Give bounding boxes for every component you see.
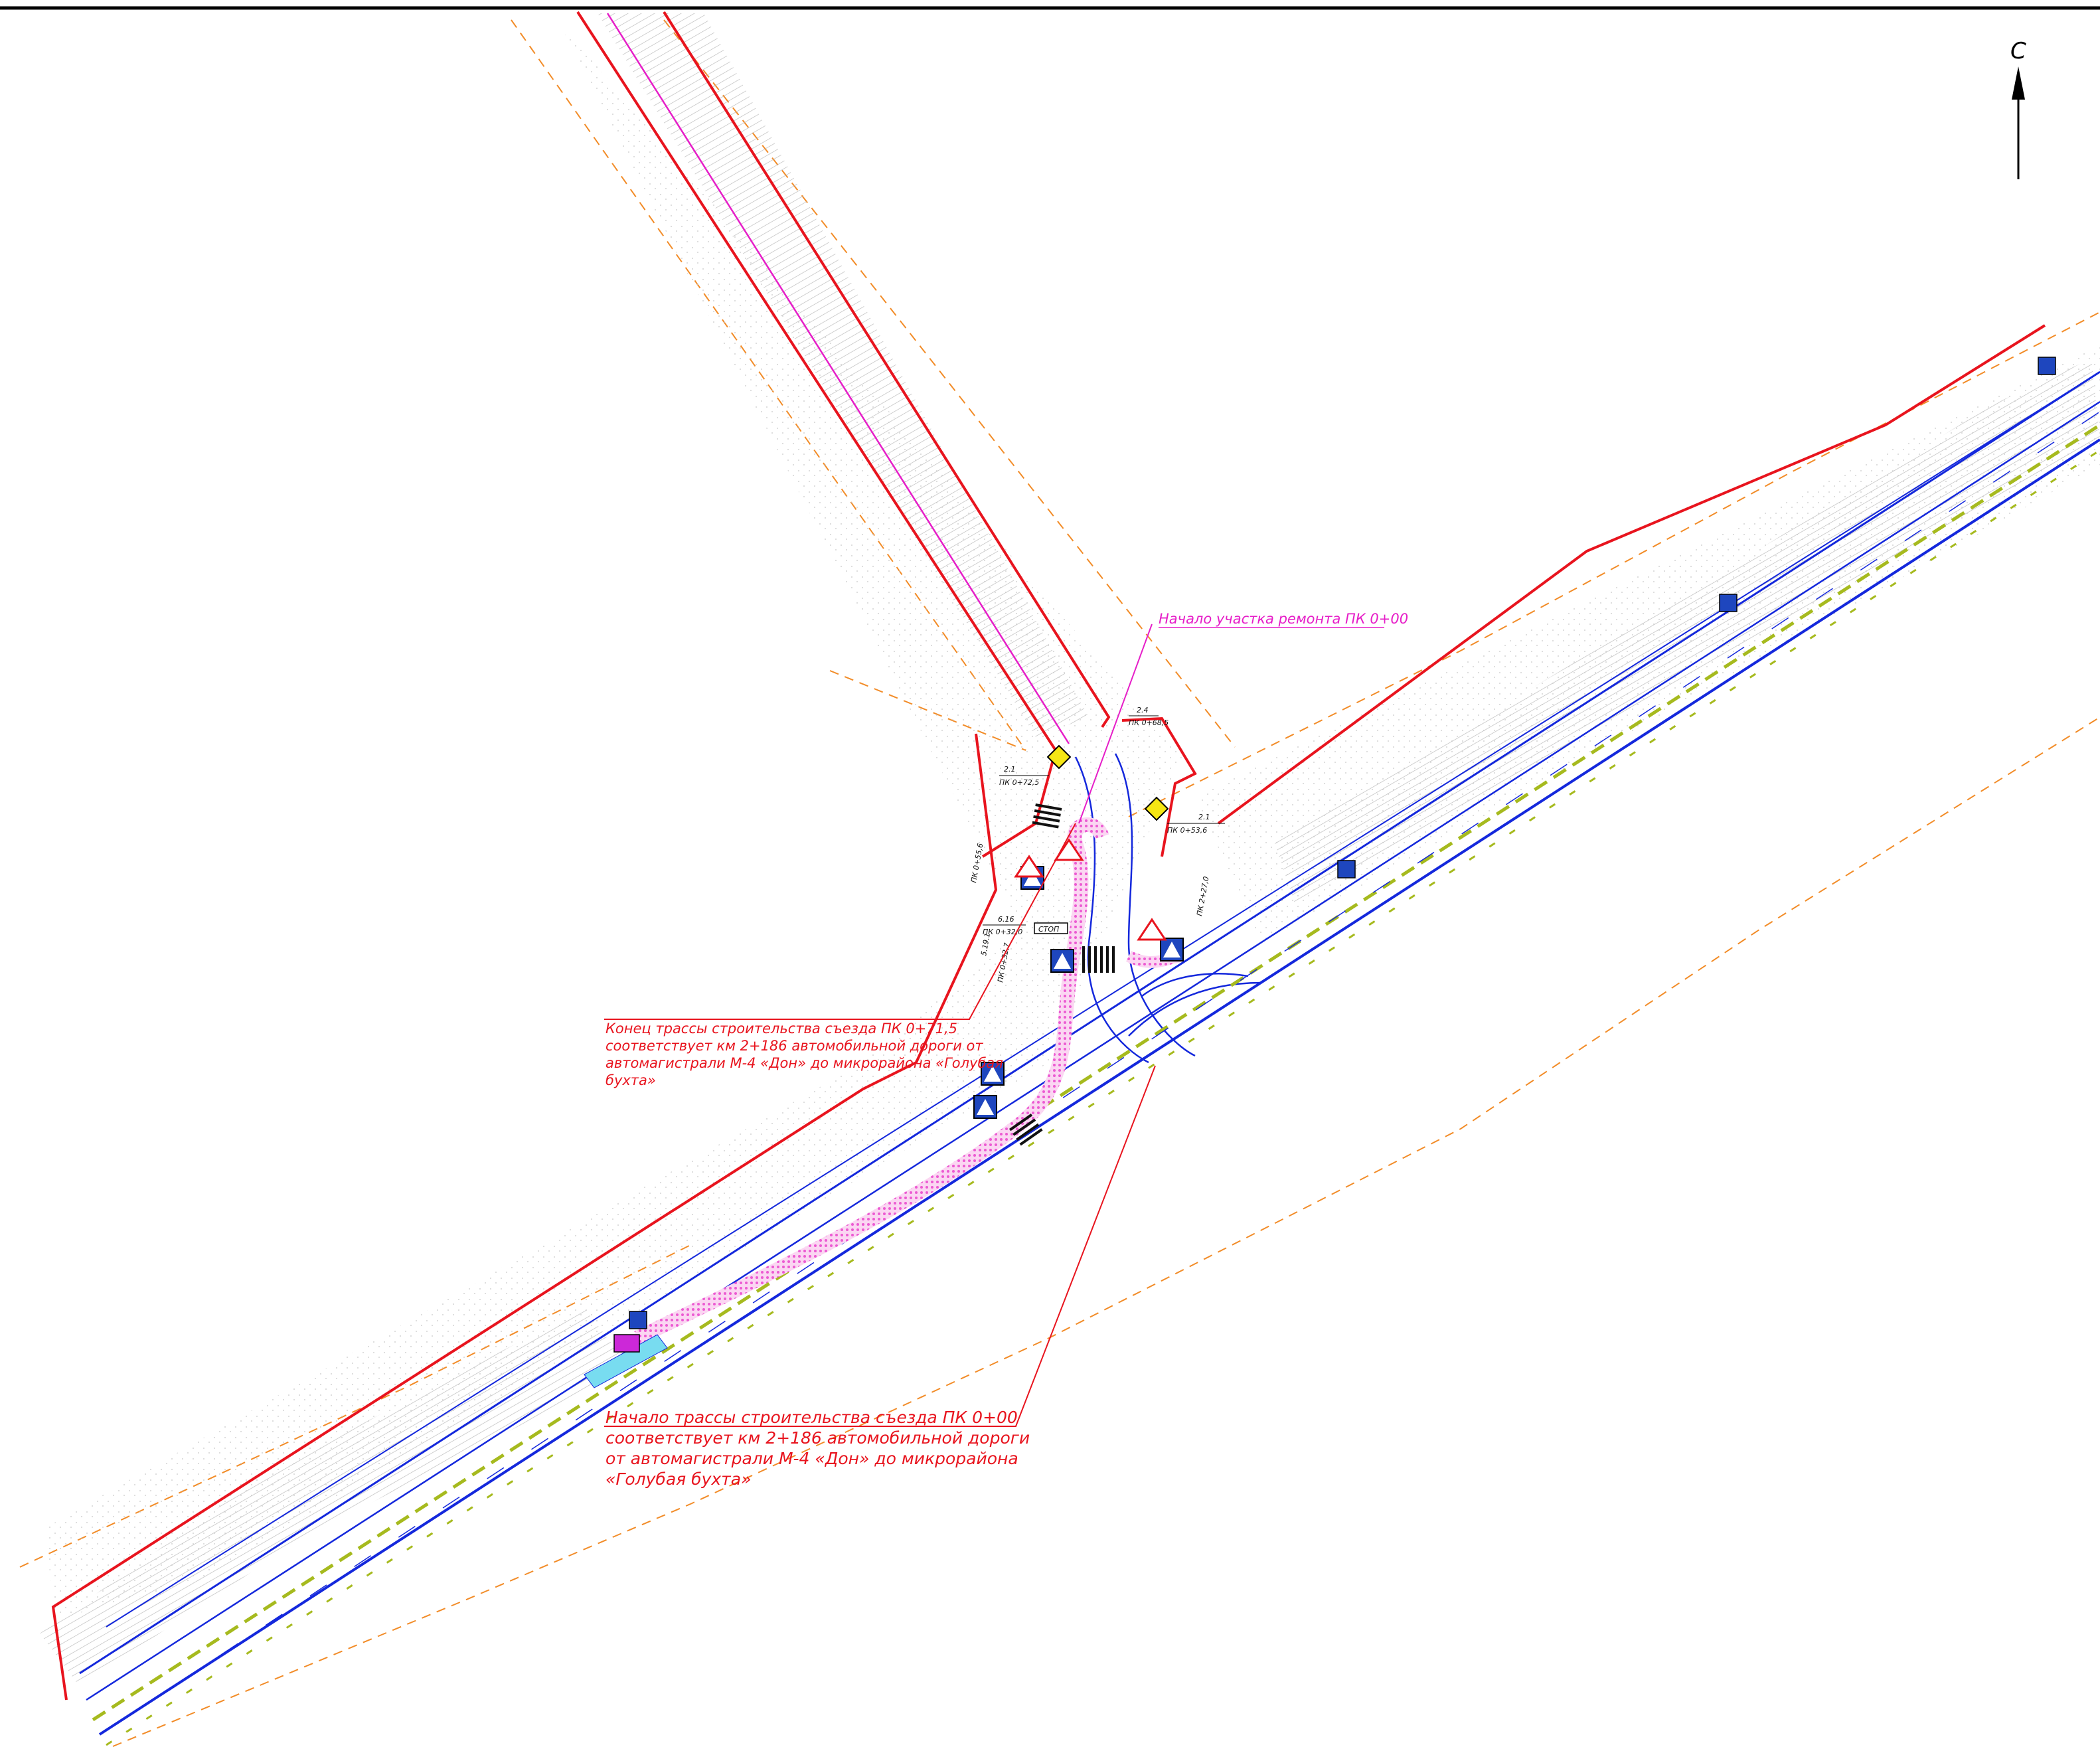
side-road-axis [606, 13, 1070, 744]
svg-text:автомагистрали М-4 «Дон» до ми: автомагистрали М-4 «Дон» до микрорайона … [606, 1055, 1003, 1071]
north-arrow: С [2010, 38, 2026, 179]
svg-text:6.16: 6.16 [998, 915, 1014, 924]
main-road-sign-icon [1046, 744, 1072, 770]
main-road [79, 371, 2100, 1746]
give-way-sign-icon [1014, 838, 1167, 941]
svg-text:соответствует км 2+186 автомоб: соответствует км 2+186 автомобильной дор… [606, 1038, 983, 1054]
svg-text:Начало трассы строительства съ: Начало трассы строительства съезда ПК 0+… [606, 1408, 1018, 1427]
route-start-note: Начало трассы строительства съезда ПК 0+… [606, 1408, 1030, 1489]
svg-text:от автомагистрали М-4 «Дон» до: от автомагистрали М-4 «Дон» до микрорайо… [606, 1449, 1018, 1468]
side-road-edges [1074, 753, 1262, 1064]
svg-text:Конец трассы строительства съе: Конец трассы строительства съезда ПК 0+7… [606, 1021, 957, 1037]
route-end-note: Конец трассы строительства съезда ПК 0+7… [606, 1021, 1003, 1088]
svg-text:2.4: 2.4 [1137, 706, 1149, 714]
svg-text:бухта»: бухта» [606, 1072, 656, 1088]
road-signs: СТОП [613, 357, 2056, 1353]
svg-text:ПК 0+55,6: ПК 0+55,6 [969, 843, 985, 884]
svg-text:5.19.1: 5.19.1 [979, 932, 992, 957]
svg-text:СТОП: СТОП [1038, 925, 1059, 934]
crosswalks [1009, 803, 1115, 1146]
pedestrian-crossing-sign-icon [973, 866, 1184, 1119]
repair-start-note: Начало участка ремонта ПК 0+00 [1159, 611, 1408, 627]
svg-text:ПК 0+32,0: ПК 0+32,0 [983, 928, 1022, 936]
leader-lines [604, 624, 1384, 1427]
info-sign-icon [613, 357, 2056, 1353]
svg-text:2.1: 2.1 [1004, 765, 1016, 774]
svg-text:2.1: 2.1 [1198, 813, 1210, 821]
svg-text:ПК 0+53,6: ПК 0+53,6 [1167, 826, 1207, 835]
svg-text:ПК 0+72,5: ПК 0+72,5 [999, 778, 1039, 787]
svg-text:ПК 0+68,5: ПК 0+68,5 [1129, 718, 1169, 727]
survey-points-field [46, 20, 2100, 1620]
svg-text:ПК 2+27,0: ПК 2+27,0 [1195, 876, 1210, 917]
north-label: С [2010, 38, 2026, 64]
svg-text:«Голубая бухта»: «Голубая бухта» [606, 1469, 751, 1489]
pedestrian-sidewalk [634, 817, 1109, 1345]
svg-text:соответствует км 2+186 автомоб: соответствует км 2+186 автомобильной дор… [606, 1428, 1030, 1448]
main-road-sign-icon [1144, 796, 1169, 821]
stop-sign-icon: СТОП [1034, 922, 1068, 934]
